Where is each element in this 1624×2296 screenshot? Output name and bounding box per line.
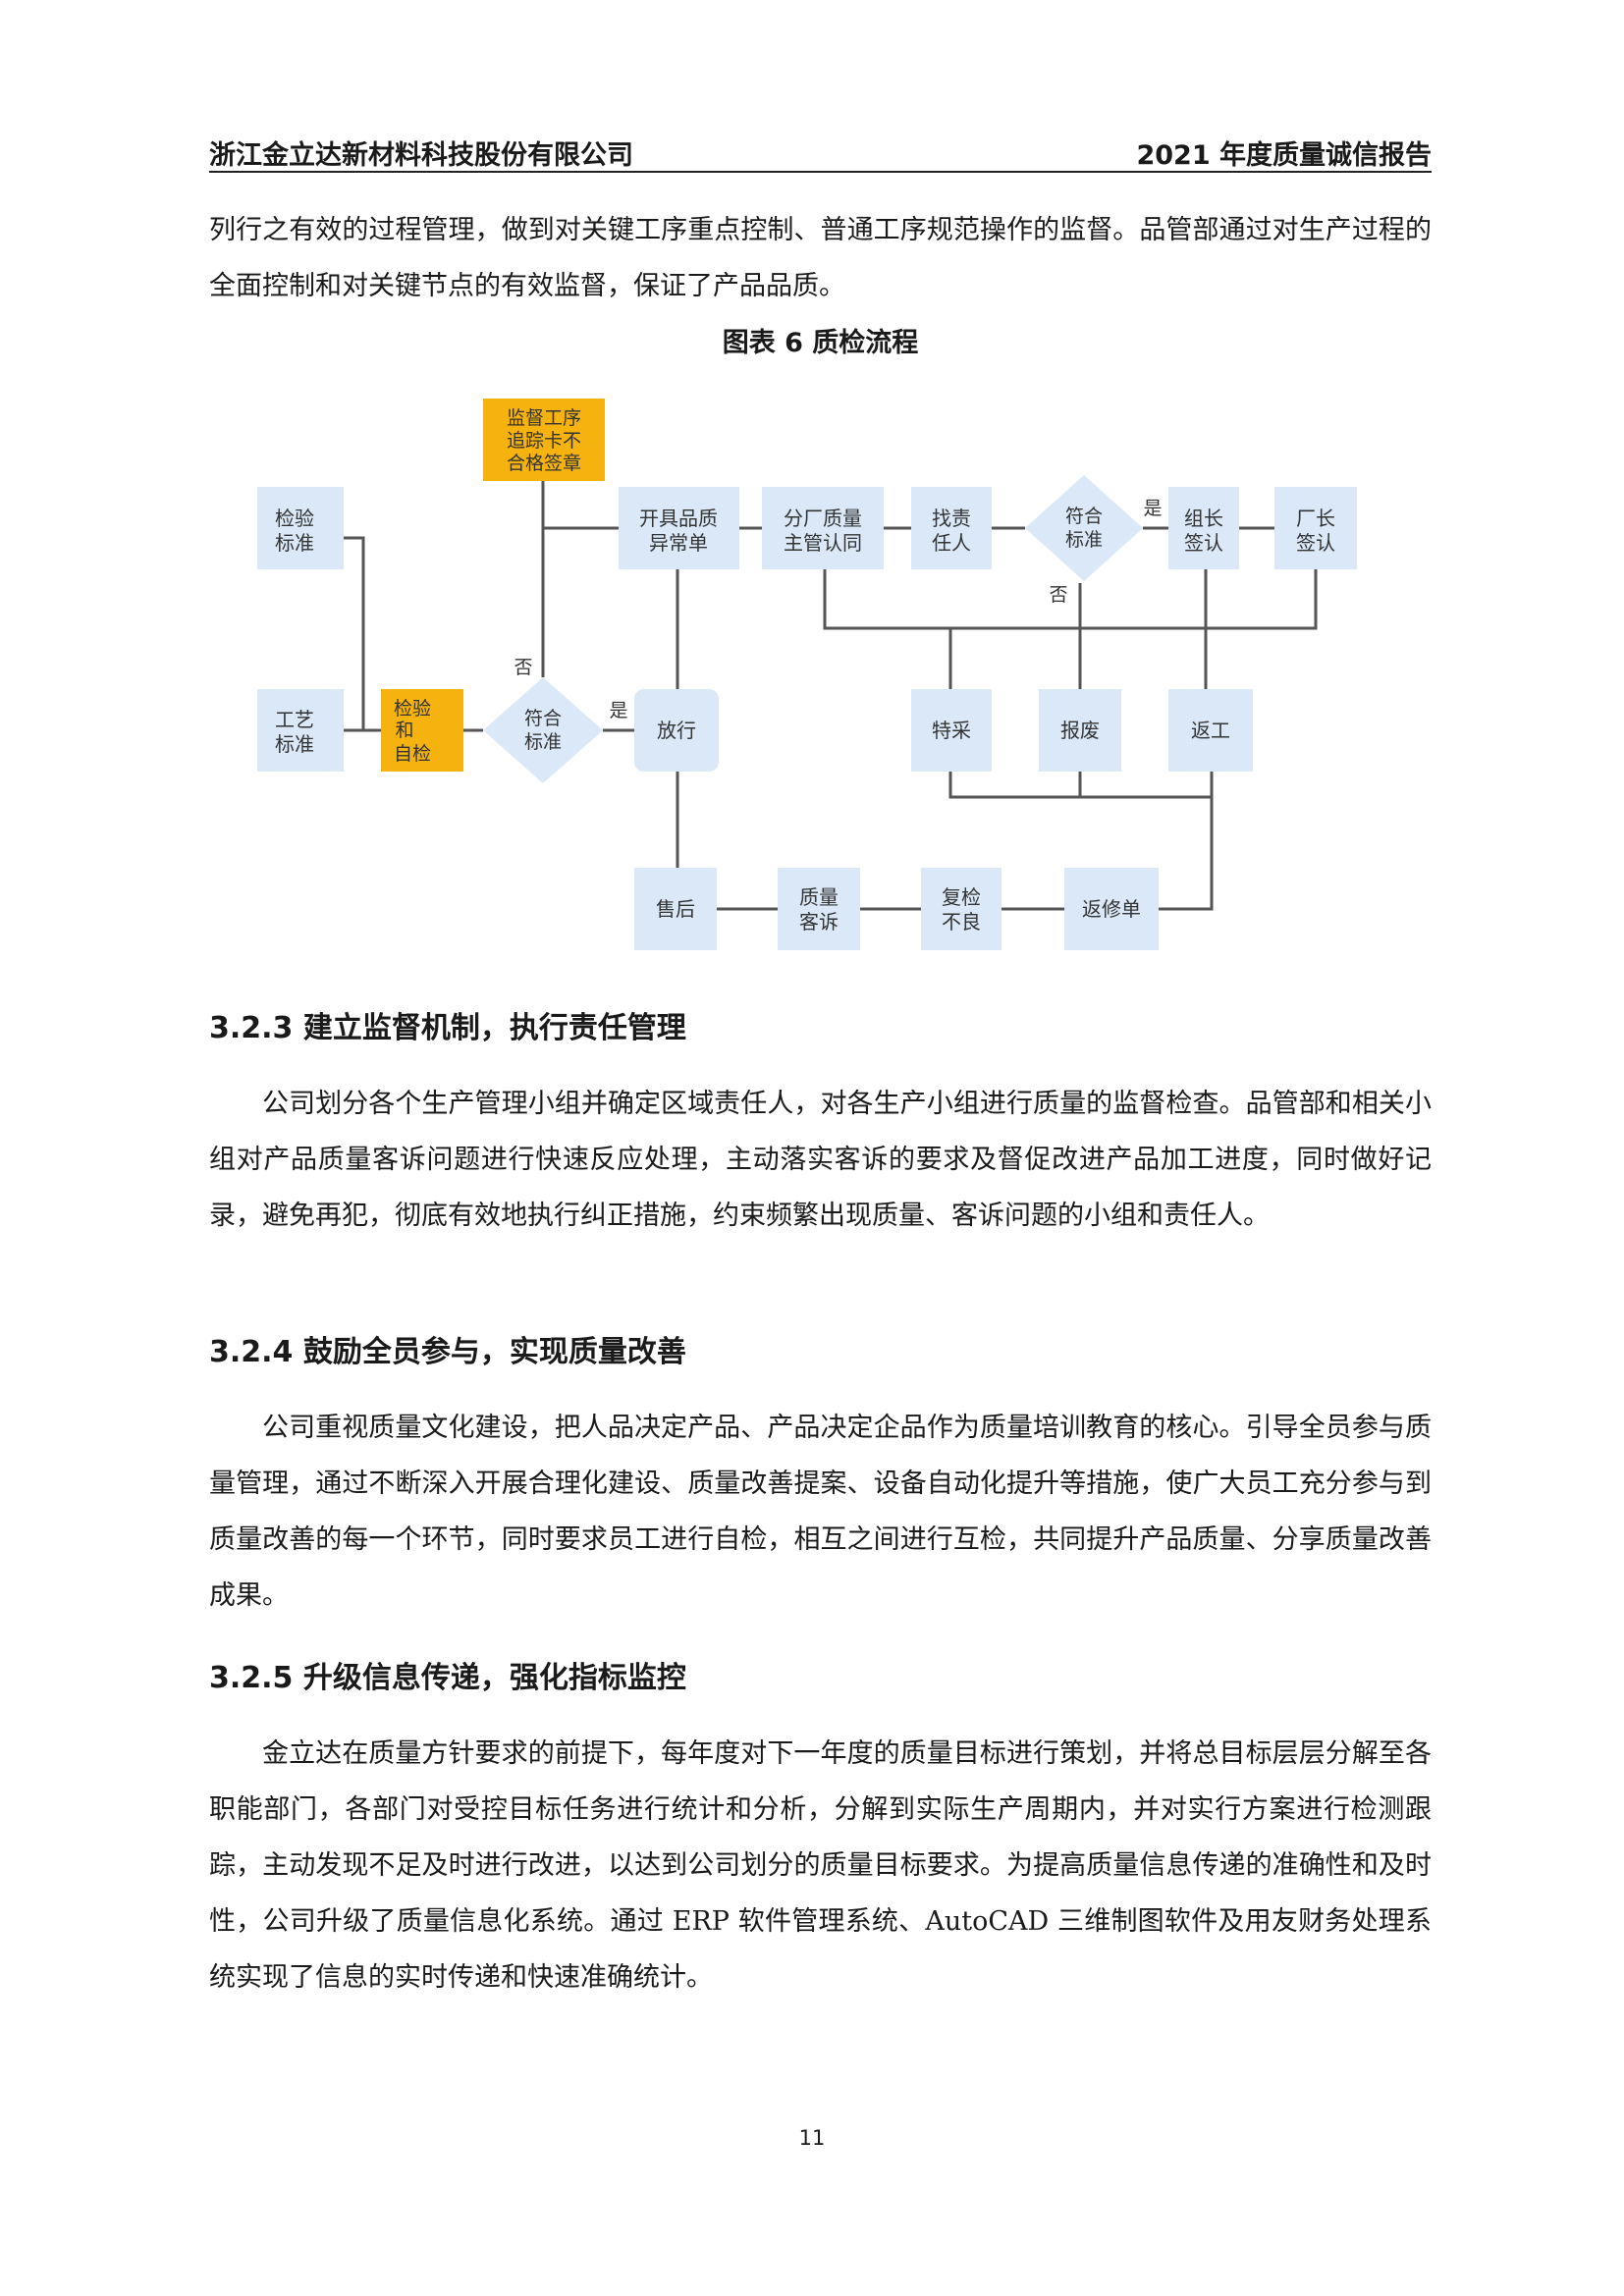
line-top-bus (823, 569, 1318, 630)
line-mid-bus (948, 772, 1212, 799)
diamond-text: 标准 (1065, 529, 1103, 551)
label-yes: 是 (609, 700, 627, 721)
label-yes: 是 (1143, 498, 1162, 519)
quality-inspection-flowchart: 检验 标准 工艺 标准 检验 和 自检 监督工序 追踪卡不 合格签章 符合 标准… (257, 399, 1357, 950)
section-paragraph-1: 公司划分各个生产管理小组并确定区域责任人，对各生产小组进行质量的监督检查。品管部… (209, 1089, 1432, 1231)
label-no: 否 (1049, 584, 1067, 606)
report-title: 2021 年度质量诚信报告 (1136, 140, 1432, 171)
box-text: 主管认同 (784, 531, 862, 555)
box-abnormal-report: 开具品质 异常单 (619, 487, 739, 569)
label-no: 否 (514, 657, 532, 678)
diamond-text: 符合 (524, 708, 562, 729)
figure-caption: 图表 6 质检流程 (722, 328, 919, 358)
box-text: 特采 (932, 719, 971, 742)
section-heading-3: 3.2.5 升级信息传递，强化指标监控 (209, 1661, 686, 1695)
line-diamond1-no-up (541, 526, 621, 677)
box-text: 客诉 (799, 910, 839, 934)
box-special-acceptance: 特采 (911, 689, 992, 772)
box-quality-complaint: 质量 客诉 (778, 868, 860, 950)
box-text: 找责 (932, 507, 971, 530)
line-rework-to-repair (1159, 772, 1214, 911)
box-text: 异常单 (649, 531, 708, 555)
box-rework: 返工 (1168, 689, 1253, 772)
diamond-meets-standard-2: 符合 标准 (1025, 475, 1143, 581)
box-text: 检验 (394, 698, 431, 720)
diamond-meets-standard-1: 符合 标准 (483, 677, 603, 783)
box-supervision-card: 监督工序 追踪卡不 合格签章 (483, 399, 605, 481)
box-inspection-standard: 检验 标准 (257, 487, 344, 569)
box-text: 自检 (394, 743, 431, 765)
box-text: 复检 (942, 885, 981, 909)
intro-paragraph: 列行之有效的过程管理，做到对关键工序重点控制、普通工序规范操作的监督。品管部通过… (209, 215, 1432, 301)
box-leader-sign: 组长 签认 (1168, 487, 1239, 569)
box-text: 返工 (1191, 719, 1230, 742)
box-text: 返修单 (1082, 897, 1141, 921)
box-recheck-defect: 复检 不良 (921, 868, 1001, 950)
box-text: 厂长 (1296, 507, 1335, 530)
section-heading-1: 3.2.3 建立监督机制，执行责任管理 (209, 1011, 686, 1045)
box-text: 标准 (275, 531, 314, 555)
box-text: 检验 (275, 507, 314, 530)
box-text: 追踪卡不 (507, 430, 581, 452)
box-text: 合格签章 (507, 453, 581, 474)
box-text: 质量 (799, 885, 839, 909)
box-text: 标准 (275, 732, 314, 756)
box-scrap: 报废 (1039, 689, 1121, 772)
box-craft-standard: 工艺 标准 (257, 689, 344, 772)
box-text: 不良 (942, 910, 981, 934)
box-repair-order: 返修单 (1064, 868, 1159, 950)
connector-lines (297, 481, 1318, 911)
box-release: 放行 (634, 689, 719, 772)
section-paragraph-2: 公司重视质量文化建设，把人品决定产品、产品决定企品作为质量培训教育的核心。引导全… (209, 1413, 1432, 1611)
box-text: 工艺 (275, 708, 314, 731)
box-text: 签认 (1184, 531, 1223, 555)
diamond-text: 标准 (524, 731, 562, 753)
section-heading-2: 3.2.4 鼓励全员参与，实现质量改善 (209, 1335, 686, 1369)
section-paragraph-3: 金立达在质量方针要求的前提下，每年度对下一年度的质量目标进行策划，并将总目标层层… (209, 1738, 1432, 1993)
box-text: 签认 (1296, 531, 1335, 555)
page-header: 浙江金立达新材料科技股份有限公司 2021 年度质量诚信报告 (209, 130, 1432, 173)
box-text: 组长 (1184, 507, 1223, 530)
page-number: 11 (798, 2126, 826, 2150)
company-name: 浙江金立达新材料科技股份有限公司 (209, 140, 633, 171)
box-text: 监督工序 (507, 407, 581, 429)
box-inspection-selfcheck: 检验 和 自检 (381, 689, 463, 772)
box-find-responsible: 找责 任人 (911, 487, 992, 569)
box-text: 放行 (657, 719, 696, 742)
box-text: 报废 (1060, 719, 1100, 742)
box-after-sales: 售后 (634, 868, 717, 950)
box-text: 和 (395, 720, 413, 741)
box-text: 分厂质量 (784, 507, 862, 530)
diamond-text: 符合 (1065, 506, 1103, 527)
box-text: 开具品质 (639, 507, 718, 530)
box-text: 任人 (932, 531, 971, 555)
box-text: 售后 (656, 897, 695, 921)
box-director-sign: 厂长 签认 (1274, 487, 1357, 569)
box-branch-manager: 分厂质量 主管认同 (762, 487, 884, 569)
